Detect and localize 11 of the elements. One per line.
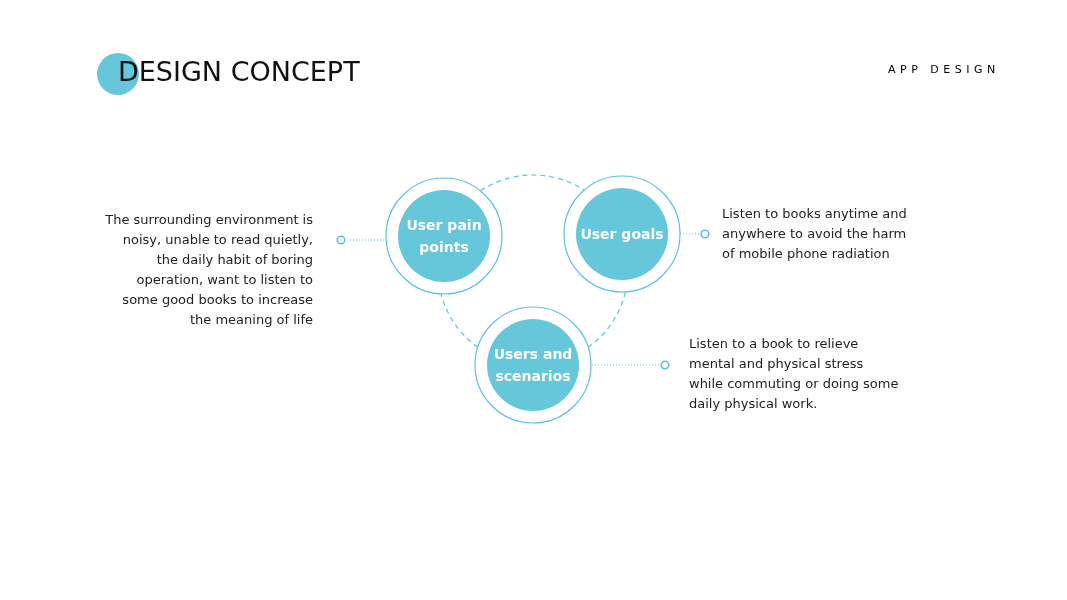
dashed-arc [440, 293, 479, 348]
dashed-arc [587, 291, 626, 348]
description-text: Listen to a book to relieve mental and physical stress while commuting or doing some daily physical work. [689, 335, 900, 413]
dashed-arc [479, 174, 585, 192]
concept-label: User pain points [405, 215, 483, 257]
concept-label: Users and scenarios [492, 344, 574, 386]
header-label: APP DESIGN [888, 63, 1000, 76]
description-text: The surrounding environment is noisy, unable to read quietly, the daily habit of boring operation, want to listen to some good books to increase the meaning of life [104, 211, 313, 329]
concept-label: User goals [579, 224, 665, 244]
leader-line [336, 235, 387, 245]
description-text: Listen to books anytime and anywhere to avoid the harm of mobile phone radiation [722, 205, 908, 263]
